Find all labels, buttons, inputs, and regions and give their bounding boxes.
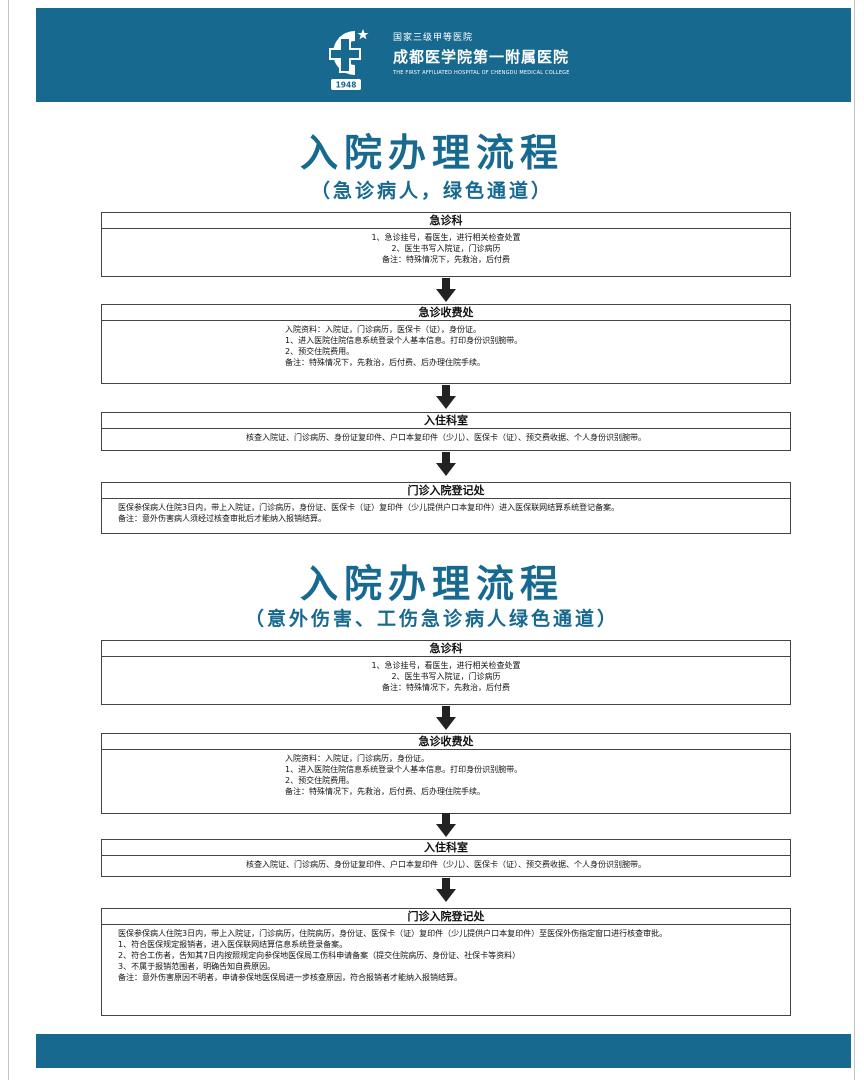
step-line: 2、预交住院费用。 bbox=[285, 347, 355, 356]
step-line: 1、符合医保规定报销者，进入医保联网结算信息系统登录备案。 bbox=[110, 940, 348, 949]
step-line: 备注：特殊情况下，先救治，后付费、后办理住院手续。 bbox=[285, 358, 485, 367]
arrow-down-icon bbox=[436, 278, 456, 302]
step-line: 备注：特殊情况下，先救治，后付费、后办理住院手续。 bbox=[285, 787, 485, 796]
step-line: 备注：特殊情况下，先救治，后付费 bbox=[382, 255, 510, 264]
step-body: 核查入院证、门诊病历、身份证复印件、户口本复印件（少儿）、医保卡（证）、预交费收… bbox=[102, 429, 790, 447]
step-heading: 急诊收费处 bbox=[102, 734, 790, 750]
section1-step2-box: 急诊收费处 入院资料：入院证，门诊病历，医保卡（证），身份证。 1、进入医院住院… bbox=[101, 304, 791, 384]
hospital-english-name: THE FIRST AFFILIATED HOSPITAL OF CHENGDU… bbox=[393, 70, 570, 76]
arrow-down-icon bbox=[436, 385, 456, 409]
step-line: 3、不属于报销范围者，明确告知自费原因。 bbox=[110, 962, 276, 971]
step-line: 备注：意外伤害原因不明者，申请参保地医保局进一步核查原因，符合报销者才能纳入报销… bbox=[110, 973, 462, 982]
step-heading: 门诊入院登记处 bbox=[102, 909, 790, 925]
step-line: 医保参保病人住院3日内，带上入院证，门诊病历，身份证、医保卡（证）复印件（少儿提… bbox=[118, 503, 620, 512]
step-line: 2、医生书写入院证，门诊病历 bbox=[391, 672, 501, 681]
step-line: 备注：特殊情况下，先救治，后付费 bbox=[382, 683, 510, 692]
step-body: 1、急诊挂号，看医生，进行相关检查处置 2、医生书写入院证，门诊病历 备注：特殊… bbox=[102, 657, 790, 697]
section1-step1-box: 急诊科 1、急诊挂号，看医生，进行相关检查处置 2、医生书写入院证，门诊病历 备… bbox=[101, 212, 791, 277]
step-line: 2、医生书写入院证，门诊病历 bbox=[391, 244, 501, 253]
arrow-down-icon bbox=[436, 813, 456, 837]
section2-step3-box: 入住科室 核查入院证、门诊病历、身份证复印件、户口本复印件（少儿）、医保卡（证）… bbox=[101, 839, 791, 877]
step-line: 1、急诊挂号，看医生，进行相关检查处置 bbox=[371, 661, 521, 670]
arrow-down-icon bbox=[436, 452, 456, 476]
step-heading: 入住科室 bbox=[102, 840, 790, 856]
step-heading: 急诊科 bbox=[102, 641, 790, 657]
page-border-left bbox=[8, 0, 9, 1080]
step-body: 核查入院证、门诊病历、身份证复印件、户口本复印件（少儿）、医保卡（证）、预交费收… bbox=[102, 856, 790, 874]
step-line: 2、符合工伤者，告知其7日内按照规定向参保地医保局工伤科申请备案（提交住院病历、… bbox=[110, 951, 521, 960]
step-heading: 门诊入院登记处 bbox=[102, 483, 790, 499]
section1-step4-box: 门诊入院登记处 医保参保病人住院3日内，带上入院证，门诊病历，身份证、医保卡（证… bbox=[101, 482, 791, 534]
hospital-name: 成都医学院第一附属医院 bbox=[393, 48, 570, 66]
hospital-grade: 国家三级甲等医院 bbox=[393, 33, 474, 43]
step-line: 核查入院证、门诊病历、身份证复印件、户口本复印件（少儿）、医保卡（证）、预交费收… bbox=[246, 860, 646, 869]
step-body: 1、急诊挂号，看医生，进行相关检查处置 2、医生书写入院证，门诊病历 备注：特殊… bbox=[102, 229, 790, 269]
step-line: 2、预交住院费用。 bbox=[285, 776, 355, 785]
section1-subtitle: （急诊病人，绿色通道） bbox=[310, 180, 553, 202]
step-heading: 急诊科 bbox=[102, 213, 790, 229]
logo-year: 1948 bbox=[336, 81, 357, 90]
section2-step2-box: 急诊收费处 入院资料：入院证，门诊病历，身份证。 1、进入医院住院信息系统登录个… bbox=[101, 733, 791, 814]
footer-banner bbox=[36, 1034, 851, 1068]
page-border-right bbox=[854, 0, 855, 1080]
step-line: 医保参保病人住院3日内，带上入院证，门诊病历，住院病历，身份证、医保卡（证）复印… bbox=[110, 929, 668, 938]
step-heading: 入住科室 bbox=[102, 413, 790, 429]
step-body: 入院资料：入院证，门诊病历，身份证。 1、进入医院住院信息系统登录个人基本信息。… bbox=[102, 750, 790, 801]
step-line: 备注：意外伤害病人须经过核查审批后才能纳入报销结算。 bbox=[118, 514, 326, 523]
hospital-logo-icon: 1948 bbox=[329, 29, 369, 90]
arrow-down-icon bbox=[436, 878, 456, 902]
arrow-down-icon bbox=[436, 706, 456, 730]
section2-step4-box: 门诊入院登记处 医保参保病人住院3日内，带上入院证，门诊病历，住院病历，身份证、… bbox=[101, 908, 791, 1016]
step-line: 入院资料：入院证，门诊病历，身份证。 bbox=[285, 754, 429, 763]
section1-step3-box: 入住科室 核查入院证、门诊病历、身份证复印件、户口本复印件（少儿）、医保卡（证）… bbox=[101, 412, 791, 451]
step-line: 入院资料：入院证，门诊病历，医保卡（证），身份证。 bbox=[285, 325, 481, 334]
section1-title: 入院办理流程 bbox=[299, 131, 564, 175]
step-line: 1、急诊挂号，看医生，进行相关检查处置 bbox=[371, 233, 521, 242]
section2-step1-box: 急诊科 1、急诊挂号，看医生，进行相关检查处置 2、医生书写入院证，门诊病历 备… bbox=[101, 640, 791, 705]
step-body: 入院资料：入院证，门诊病历，医保卡（证），身份证。 1、进入医院住院信息系统登录… bbox=[102, 321, 790, 372]
step-line: 1、进入医院住院信息系统登录个人基本信息。打印身份识别腕带。 bbox=[285, 336, 523, 345]
step-body: 医保参保病人住院3日内，带上入院证，门诊病历，身份证、医保卡（证）复印件（少儿提… bbox=[102, 499, 790, 528]
header-banner bbox=[36, 8, 851, 102]
step-line: 1、进入医院住院信息系统登录个人基本信息。打印身份识别腕带。 bbox=[285, 765, 523, 774]
step-body: 医保参保病人住院3日内，带上入院证，门诊病历，住院病历，身份证、医保卡（证）复印… bbox=[102, 925, 790, 987]
step-line: 核查入院证、门诊病历、身份证复印件、户口本复印件（少儿）、医保卡（证）、预交费收… bbox=[246, 433, 646, 442]
hospital-name-block: 国家三级甲等医院 成都医学院第一附属医院 THE FIRST AFFILIATE… bbox=[393, 30, 570, 76]
step-heading: 急诊收费处 bbox=[102, 305, 790, 321]
section2-title: 入院办理流程 bbox=[299, 562, 564, 606]
section2-subtitle: （意外伤害、工伤急诊病人绿色通道） bbox=[244, 608, 619, 630]
